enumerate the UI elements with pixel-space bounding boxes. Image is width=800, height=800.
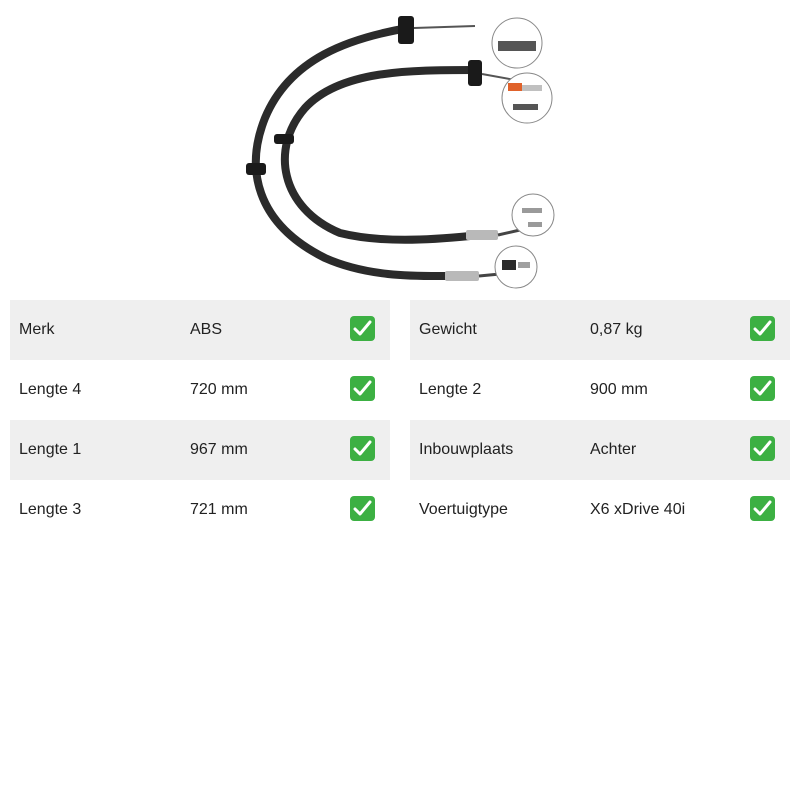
spec-table-left: Merk ABS Lengte 4 720 mm Lengte 1 967 mm… bbox=[10, 300, 390, 540]
spec-value: Achter bbox=[590, 441, 637, 458]
check-icon bbox=[350, 436, 375, 461]
spec-row: Gewicht 0,87 kg bbox=[410, 300, 790, 360]
check-icon bbox=[350, 376, 375, 401]
spec-value: 0,87 kg bbox=[590, 321, 643, 338]
spec-row: Voertuigtype X6 xDrive 40i bbox=[410, 480, 790, 540]
spec-label: Merk bbox=[19, 321, 55, 338]
spec-value: 720 mm bbox=[190, 381, 248, 398]
check-icon bbox=[750, 496, 775, 521]
spec-value: X6 xDrive 40i bbox=[590, 501, 686, 518]
spec-value: 721 mm bbox=[190, 501, 248, 518]
spec-label: Voertuigtype bbox=[419, 501, 508, 518]
spec-label: Lengte 4 bbox=[19, 381, 82, 398]
brake-cable-image bbox=[246, 16, 555, 289]
check-icon bbox=[350, 496, 375, 521]
spec-value: ABS bbox=[190, 321, 223, 338]
spec-value: 967 mm bbox=[190, 441, 248, 458]
check-icon bbox=[750, 376, 775, 401]
product-image bbox=[230, 8, 560, 293]
spec-label: Inbouwplaats bbox=[419, 441, 514, 458]
check-icon bbox=[350, 316, 375, 341]
check-icon bbox=[750, 316, 775, 341]
spec-row: Lengte 1 967 mm bbox=[10, 420, 390, 480]
spec-row: Lengte 3 721 mm bbox=[10, 480, 390, 540]
spec-value: 900 mm bbox=[590, 381, 648, 398]
spec-label: Gewicht bbox=[419, 321, 477, 338]
spec-row: Lengte 2 900 mm bbox=[410, 360, 790, 420]
spec-label: Lengte 2 bbox=[419, 381, 482, 398]
check-icon bbox=[750, 436, 775, 461]
spec-row: Inbouwplaats Achter bbox=[410, 420, 790, 480]
spec-row: Merk ABS bbox=[10, 300, 390, 360]
spec-label: Lengte 1 bbox=[19, 441, 82, 458]
spec-row: Lengte 4 720 mm bbox=[10, 360, 390, 420]
spec-table-right: Gewicht 0,87 kg Lengte 2 900 mm Inbouwpl… bbox=[410, 300, 790, 540]
spec-label: Lengte 3 bbox=[19, 501, 82, 518]
